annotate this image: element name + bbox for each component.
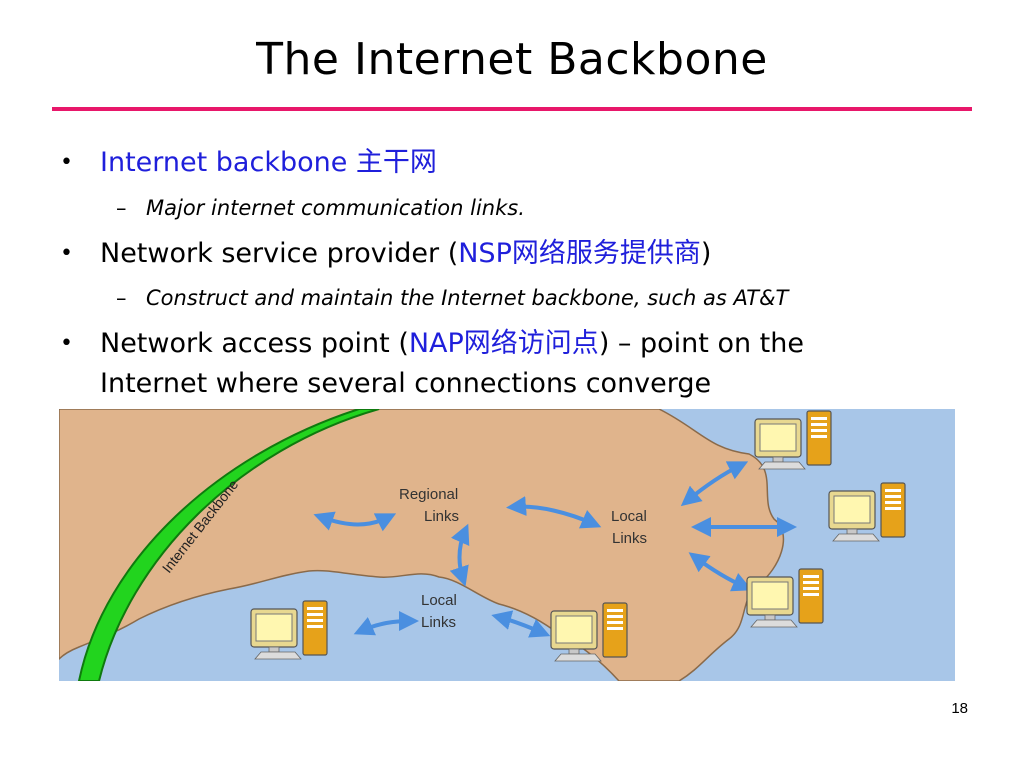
arrow-local-right-up xyxy=(680,461,749,507)
sub-bullet-construct: – Construct and maintain the Internet ba… xyxy=(116,284,789,312)
bullet-nap-prefix: Network access point ( xyxy=(100,328,409,359)
bullet-nap-highlight: NAP网络访问点 xyxy=(408,328,599,359)
local-links-right-label-1: Local xyxy=(611,508,647,525)
sub-bullet-major-links: – Major internet communication links. xyxy=(116,194,525,222)
bullet-dot-icon: • xyxy=(60,150,73,175)
bullet-nsp-prefix: Network service provider ( xyxy=(100,238,459,269)
arrow-local-right-down xyxy=(688,552,753,592)
dash-icon: – xyxy=(116,286,127,310)
slide-title: The Internet Backbone xyxy=(256,34,768,85)
page-number: 18 xyxy=(951,700,968,717)
arrow-regional-down xyxy=(449,523,470,587)
bullet-dot-icon: • xyxy=(60,241,73,266)
bullet-internet-backbone: • Internet backbone 主干网 xyxy=(60,144,437,182)
arrow-local-bottom-left xyxy=(353,611,419,636)
local-links-right-label-2: Links xyxy=(612,530,647,547)
sub-bullet-major-links-text: Major internet communication links. xyxy=(146,196,525,220)
regional-links-label-2: Links xyxy=(424,508,459,525)
bullet-nap-suffix: ) – point on the xyxy=(598,328,804,359)
bullet-internet-backbone-label: Internet backbone 主干网 xyxy=(100,147,437,178)
arrow-local-bottom-right xyxy=(491,610,551,638)
backbone-illustration: Internet Backbone Regional Links Local L… xyxy=(59,409,955,681)
title-underline xyxy=(52,107,972,111)
arrow-regional-right xyxy=(506,496,602,529)
sub-bullet-construct-text: Construct and maintain the Internet back… xyxy=(146,286,789,310)
dash-icon: – xyxy=(116,196,127,220)
regional-links-label-1: Regional xyxy=(399,486,458,503)
bullet-nsp: • Network service provider (NSP网络服务提供商) xyxy=(60,235,712,273)
bullet-nap: • Network access point (NAP网络访问点) – poin… xyxy=(60,325,804,363)
local-links-bottom-label-2: Links xyxy=(421,614,456,631)
arrow-regional-left xyxy=(313,511,397,532)
backbone-band xyxy=(77,409,380,681)
bullet-nsp-highlight: NSP网络服务提供商 xyxy=(458,238,701,269)
local-links-bottom-label-1: Local xyxy=(421,592,457,609)
bullet-dot-icon: • xyxy=(60,331,73,356)
bullet-nsp-suffix: ) xyxy=(700,238,712,269)
bullet-nap-line2: Internet where several connections conve… xyxy=(100,368,712,399)
